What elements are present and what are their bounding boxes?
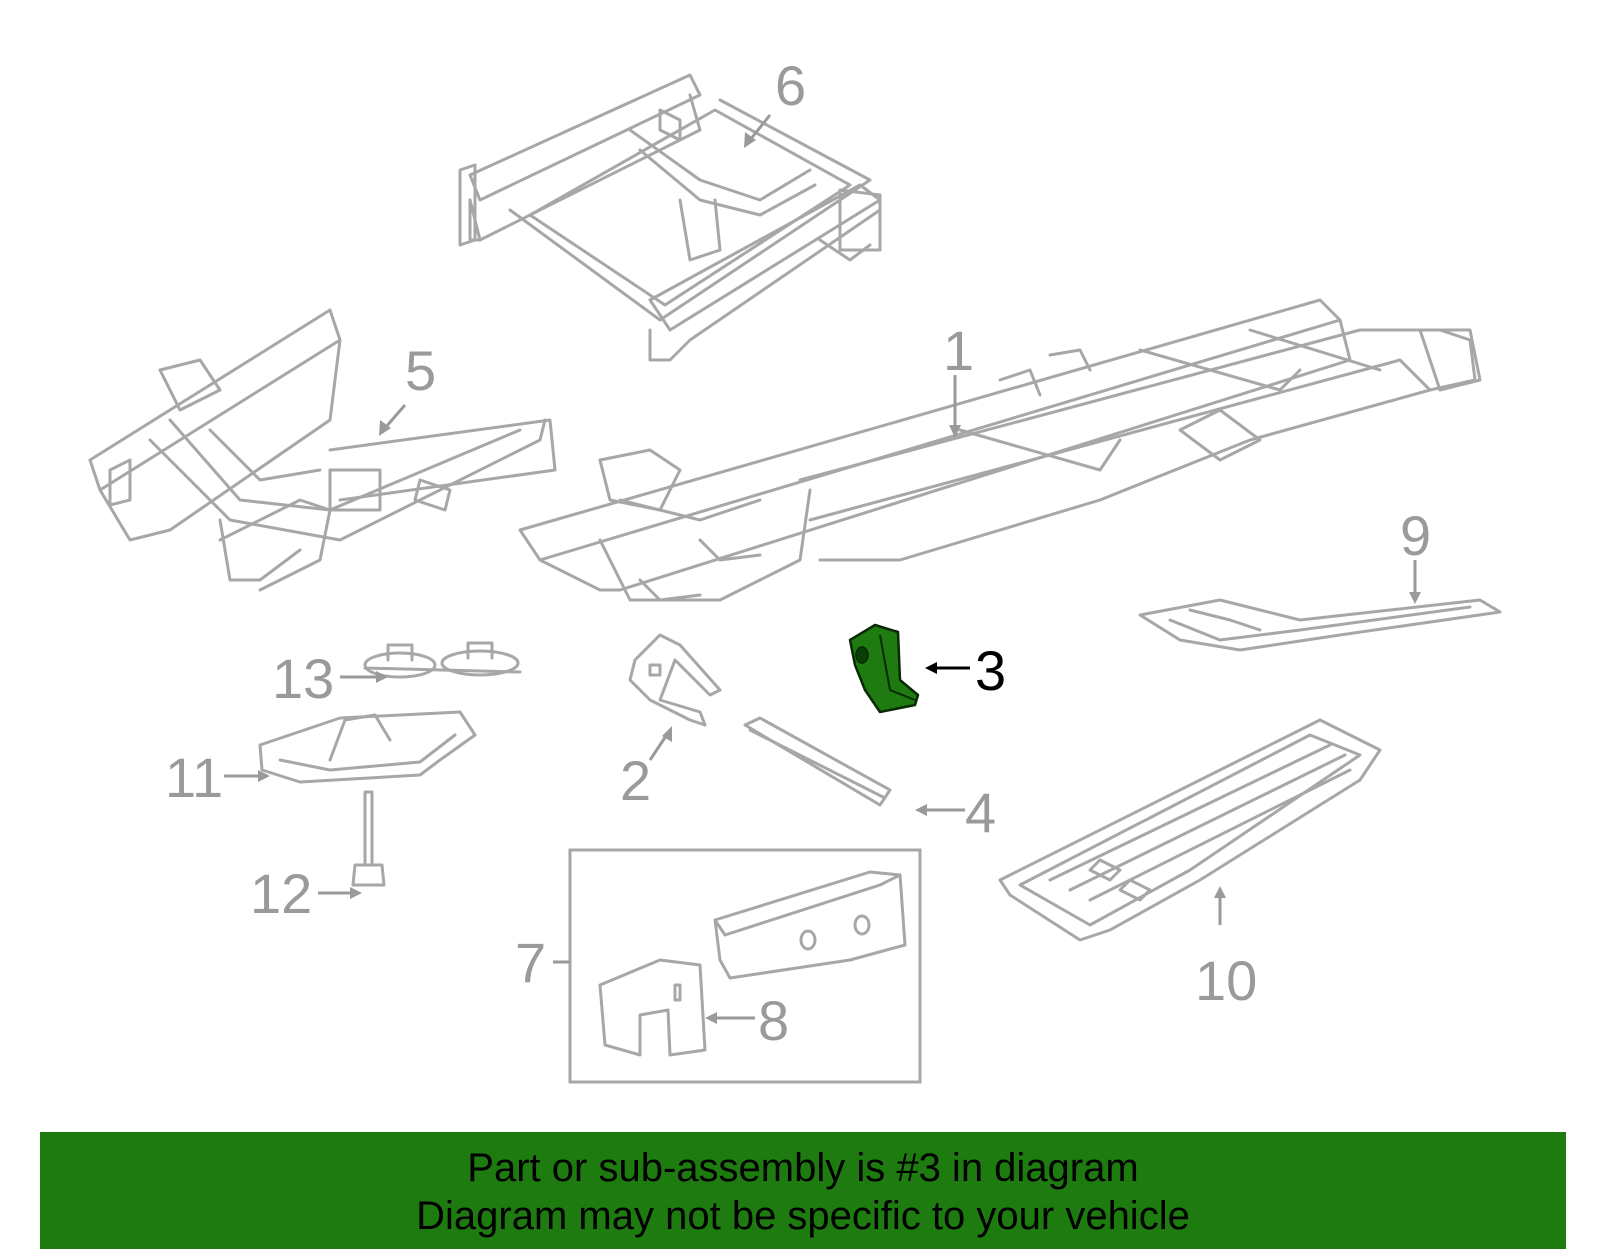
- callout-5: 5: [405, 339, 436, 402]
- part-2-bracket[interactable]: [628, 633, 722, 727]
- callout-11: 11: [165, 746, 223, 809]
- callout-12: 12: [250, 862, 312, 925]
- callout-2: 2: [620, 749, 651, 812]
- callout-3: 3: [975, 639, 1006, 702]
- callout-10: 10: [1195, 949, 1257, 1012]
- callout-13: 13: [272, 647, 334, 710]
- part-7-group-box: [568, 848, 922, 1084]
- part-12-bolt[interactable]: [351, 790, 386, 887]
- callout-8: 8: [758, 989, 789, 1052]
- footer-line-1: Part or sub-assembly is #3 in diagram: [467, 1146, 1139, 1190]
- parts-diagram: 1 2 3 4 5 6 7 8 9 10 11 12 13: [88, 54, 1502, 1084]
- part-8-plate[interactable]: [598, 958, 707, 1057]
- part-3-highlighted-bracket[interactable]: [848, 623, 920, 714]
- footer-banner: Part or sub-assembly is #3 in diagram Di…: [40, 1132, 1566, 1249]
- part-6-rear-subframe[interactable]: [458, 73, 882, 362]
- callout-6: 6: [775, 54, 806, 117]
- callout-7: 7: [515, 931, 546, 994]
- callout-arrows: [224, 114, 1421, 1024]
- callout-1: 1: [943, 319, 974, 382]
- part-4-bar[interactable]: [743, 716, 892, 807]
- part-5-front-subframe[interactable]: [88, 308, 557, 592]
- footer-line-2: Diagram may not be specific to your vehi…: [416, 1194, 1190, 1238]
- part-9-shield[interactable]: [1138, 598, 1502, 652]
- part-7-reinforcement[interactable]: [713, 870, 907, 980]
- part-11-crossmember[interactable]: [258, 710, 477, 784]
- part-13-body-mounts[interactable]: [363, 641, 522, 679]
- part-10-skid-plate[interactable]: [998, 718, 1382, 942]
- callout-4: 4: [965, 781, 996, 844]
- callout-9: 9: [1400, 504, 1431, 567]
- part-1-frame[interactable]: [518, 298, 1482, 602]
